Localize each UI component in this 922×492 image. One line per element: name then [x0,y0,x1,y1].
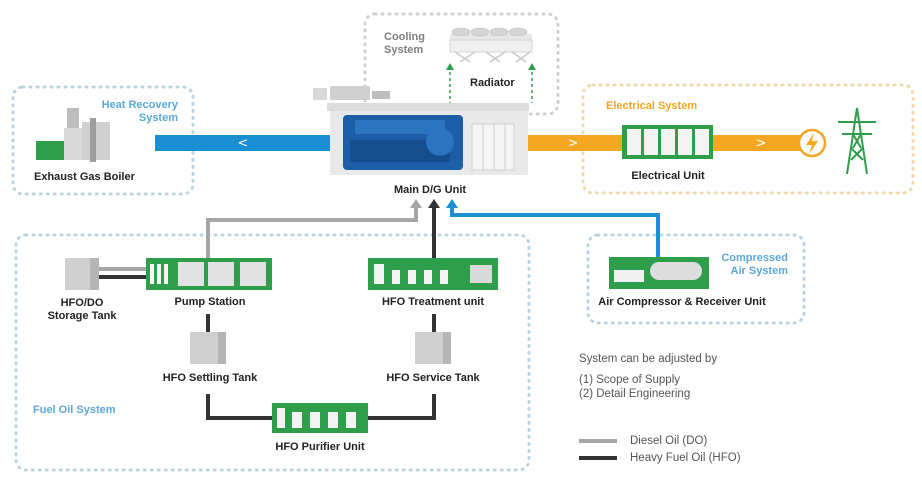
hfo-settling-tank-icon [190,332,226,364]
fuel-oil-system-label: Fuel Oil System [33,404,116,416]
fuel-oil-group [14,233,531,472]
hfo-settling-tank-label: HFO Settling Tank [162,372,258,384]
electrical-flow-2 [713,135,803,151]
hfo-treatment-unit-icon [368,258,498,290]
electrical-unit-icon [622,125,713,159]
notes-title: System can be adjusted by [579,353,718,365]
air-compressor-label: Air Compressor & Receiver Unit [598,296,766,308]
hfo-service-tank-label: HFO Service Tank [386,372,480,384]
legend-diesel-label: Diesel Oil (DO) [630,435,708,447]
electrical-system-label: Electrical System [606,100,698,112]
heat-recovery-flow [155,135,330,151]
exhaust-gas-boiler-icon [36,108,110,162]
electrical-unit-label: Electrical Unit [631,170,705,182]
legend-hfo-label: Heavy Fuel Oil (HFO) [630,452,741,464]
hfo-purifier-unit-label: HFO Purifier Unit [275,441,365,453]
hfo-purifier-unit-icon [272,403,368,433]
hfo-treatment-label: HFO Treatment unit [381,296,485,308]
heat-recovery-label: Heat Recovery System [101,99,178,124]
compressed-air-label: Compressed Air System [721,252,788,277]
arrow-right-icon: > [568,136,579,151]
lightning-icon [797,128,827,158]
arrow-left-icon: < [238,136,249,151]
power-pylon-icon [838,107,876,175]
pump-station-icon [146,258,272,290]
radiator-icon [449,27,533,63]
air-compressor-icon [609,257,709,289]
compressed-air-group [586,233,806,325]
hfo-do-storage-tank-icon [65,258,99,290]
pump-station-label: Pump Station [174,296,246,308]
hfo-do-storage-label: HFO/DO Storage Tank [47,297,117,322]
hfo-service-tank-icon [415,332,451,364]
notes-item-1: (1) Scope of Supply [579,374,681,386]
main-dg-label: Main D/G Unit [393,184,467,196]
notes-item-2: (2) Detail Engineering [579,388,691,400]
cooling-system-label: Cooling System [384,31,425,56]
radiator-label: Radiator [470,77,515,89]
main-dg-icon [313,86,529,175]
arrow-right-icon: > [756,136,767,151]
exhaust-gas-boiler-label: Exhaust Gas Boiler [34,171,135,183]
electrical-flow-1 [528,135,625,151]
